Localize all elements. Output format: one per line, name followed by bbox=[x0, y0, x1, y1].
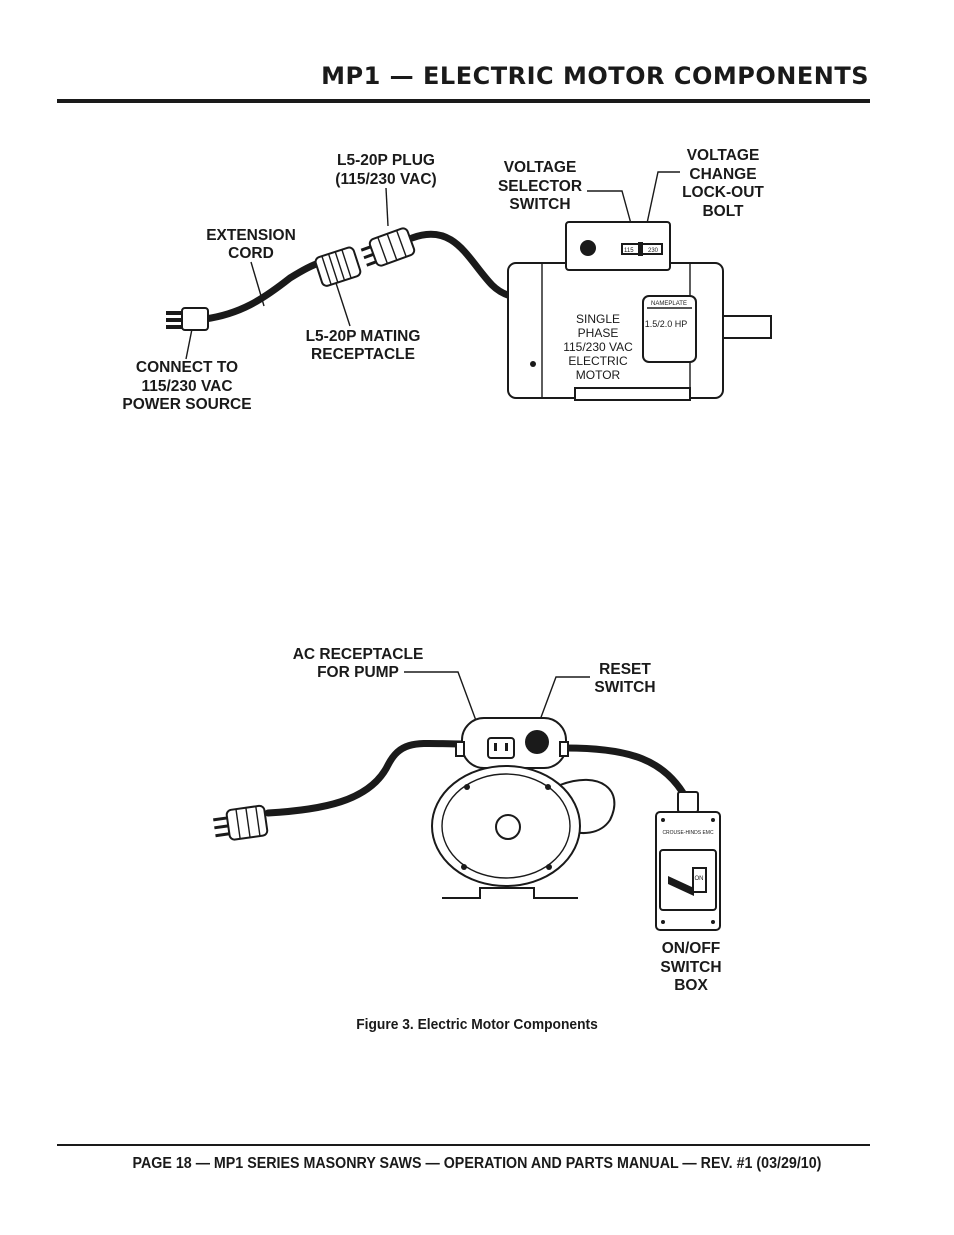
electric-motor-icon: 115 230 SINGLE PHASE 115/230 VAC ELECTRI… bbox=[507, 221, 772, 401]
label-lockout-line4: BOLT bbox=[702, 203, 744, 220]
motor-text-line3: 115/230 VAC bbox=[563, 340, 633, 354]
footer-rule bbox=[57, 1144, 870, 1146]
motor-text-line4: ELECTRIC bbox=[568, 354, 628, 368]
label-lockout-line1: VOLTAGE bbox=[687, 147, 760, 164]
figure-extension-cord-motor: L5-20P PLUG (115/230 VAC) VOLTAGE SELECT… bbox=[122, 147, 772, 413]
label-plug-line2: (115/230 VAC) bbox=[335, 171, 436, 188]
header-rule bbox=[57, 99, 870, 103]
motor-text-line1: SINGLE bbox=[576, 312, 620, 326]
l5-20p-plug-icon bbox=[360, 227, 416, 267]
label-extension-line1: EXTENSION bbox=[206, 227, 296, 244]
label-plug-line1: L5-20P PLUG bbox=[337, 152, 435, 169]
selector-230-text: 230 bbox=[648, 248, 659, 254]
wall-plug-icon bbox=[166, 307, 209, 331]
plug-icon bbox=[213, 804, 269, 841]
label-lockout-line2: CHANGE bbox=[689, 166, 756, 183]
page-footer: PAGE 18 — MP1 SERIES MASONRY SAWS — OPER… bbox=[132, 1155, 822, 1172]
nameplate-hp: 1.5/2.0 HP bbox=[645, 319, 688, 329]
figure-pump-receptacle-switch-box: AC RECEPTACLE FOR PUMP RESET SWITCH ON/O… bbox=[213, 646, 722, 994]
label-reset-line2: SWITCH bbox=[594, 679, 655, 696]
motor-end-view-icon bbox=[431, 717, 616, 899]
box-on-text: ON bbox=[695, 876, 704, 882]
motor-text-line2: PHASE bbox=[578, 326, 619, 340]
label-onoff-line3: BOX bbox=[674, 977, 708, 994]
label-receptacle-line1: AC RECEPTACLE bbox=[293, 646, 424, 663]
label-mating-line1: L5-20P MATING bbox=[306, 328, 421, 345]
label-onoff-line2: SWITCH bbox=[660, 959, 721, 976]
label-receptacle-line2: FOR PUMP bbox=[317, 664, 399, 681]
label-onoff-line1: ON/OFF bbox=[662, 940, 721, 957]
onoff-switch-box-icon: CROUSE-HINDS EMC ON bbox=[655, 791, 721, 931]
label-selector-line2: SELECTOR bbox=[498, 178, 582, 195]
label-reset-line1: RESET bbox=[599, 661, 651, 678]
label-connect-line3: POWER SOURCE bbox=[122, 396, 251, 413]
label-connect-line2: 115/230 VAC bbox=[141, 378, 232, 395]
page-title: MP1 — ELECTRIC MOTOR COMPONENTS bbox=[321, 62, 869, 90]
label-lockout-line3: LOCK-OUT bbox=[682, 184, 764, 201]
label-connect-line1: CONNECT TO bbox=[136, 359, 238, 376]
label-selector-line1: VOLTAGE bbox=[504, 159, 577, 176]
label-extension-line2: CORD bbox=[228, 245, 274, 262]
label-selector-line3: SWITCH bbox=[509, 196, 570, 213]
mating-receptacle-icon bbox=[314, 246, 362, 287]
nameplate-title: NAMEPLATE bbox=[651, 301, 687, 307]
label-mating-line2: RECEPTACLE bbox=[311, 346, 415, 363]
motor-text-line5: MOTOR bbox=[576, 368, 621, 382]
selector-115-text: 115 bbox=[624, 248, 634, 254]
box-brand-text: CROUSE-HINDS EMC bbox=[662, 830, 714, 836]
figure-caption: Figure 3. Electric Motor Components bbox=[356, 1016, 598, 1033]
